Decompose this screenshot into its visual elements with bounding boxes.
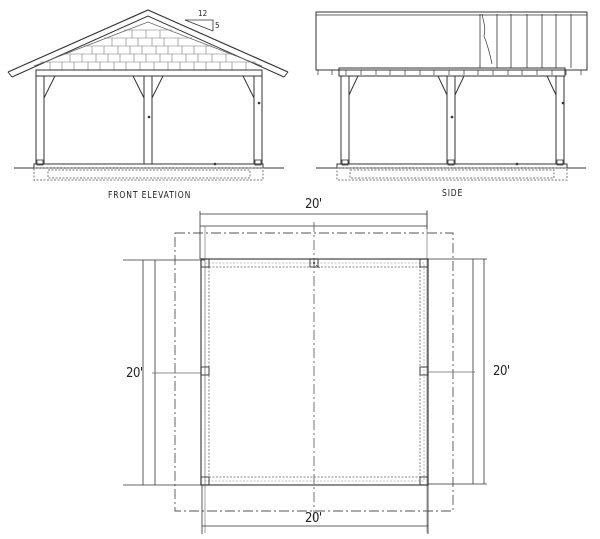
pitch-run-label: 12: [198, 9, 208, 18]
dimension-right-label: 20': [493, 364, 510, 379]
side-post-left: [340, 75, 350, 165]
dimension-right: [428, 258, 487, 485]
side-roof: [315, 11, 588, 71]
front-post-left: [35, 75, 45, 165]
front-elevation-title: FRONT ELEVATION: [108, 190, 192, 201]
dimension-bottom-label: 20': [305, 511, 322, 526]
side-elevation-title: SIDE: [442, 188, 464, 199]
roof-pitch-symbol: [184, 19, 214, 32]
front-post-center: [143, 75, 153, 165]
gable-shingles: [40, 29, 256, 70]
dimension-bottom: [201, 485, 429, 534]
side-post-right: [555, 75, 565, 165]
side-knee-braces: [348, 75, 557, 96]
floor-plan: [123, 210, 487, 534]
front-roof: [7, 9, 289, 78]
roof-seams: [479, 13, 572, 68]
side-elevation: [315, 11, 588, 181]
rafter-tails: [317, 70, 582, 75]
slab-outline: [200, 258, 429, 486]
dimension-left: [123, 259, 205, 486]
side-post-center: [446, 75, 456, 165]
plan-posts: [200, 258, 429, 486]
front-beam: [35, 69, 263, 77]
side-beam: [338, 67, 566, 77]
dimension-top-label: 20': [305, 197, 322, 212]
beam-outline: [208, 266, 421, 478]
front-post-right: [253, 75, 263, 165]
dimension-left-label: 20': [126, 366, 143, 381]
front-knee-braces: [43, 75, 255, 99]
dimension-top: [199, 211, 428, 259]
front-elevation: [7, 9, 289, 181]
pitch-rise-label: 5: [215, 21, 220, 30]
